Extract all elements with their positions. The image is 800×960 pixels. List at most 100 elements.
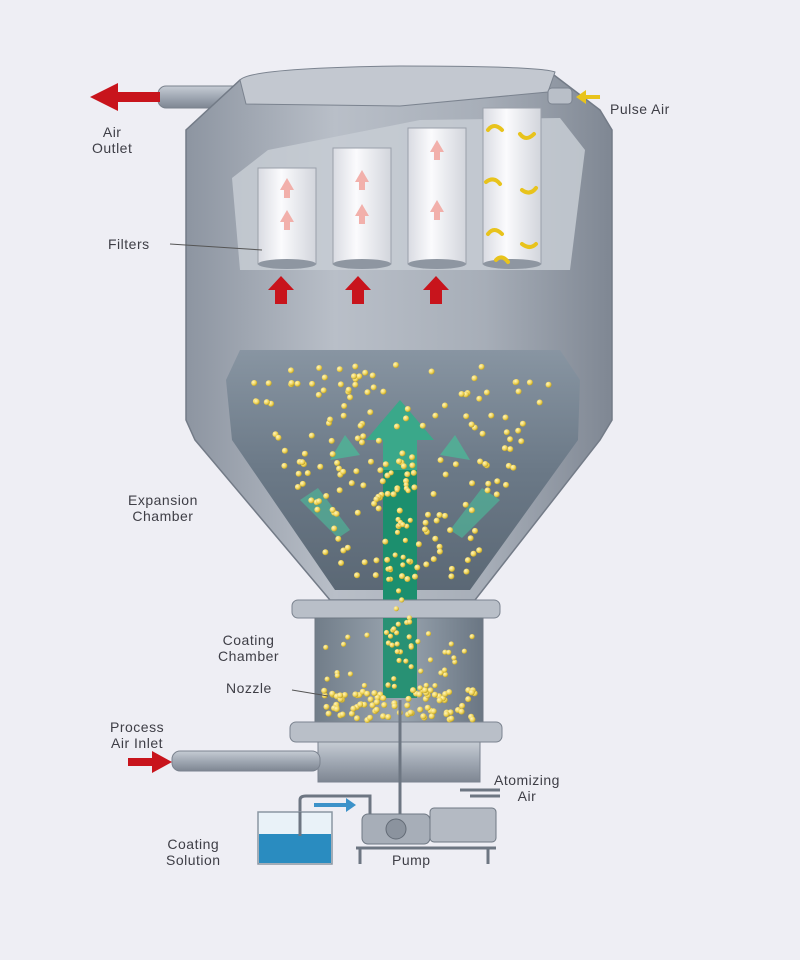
particle: [327, 416, 334, 423]
particle: [356, 373, 363, 380]
coating-chamber-label: Coating Chamber: [218, 632, 279, 664]
particle: [477, 458, 484, 465]
particle: [371, 500, 378, 507]
particle: [301, 450, 308, 457]
particle: [432, 412, 439, 419]
arrow-up-icon: [430, 140, 444, 160]
particle: [410, 687, 416, 694]
particle: [458, 391, 465, 397]
particle: [451, 655, 457, 661]
particle: [406, 558, 412, 564]
pulse-air-label: Pulse Air: [610, 101, 670, 117]
particle: [402, 537, 408, 544]
particle: [468, 421, 475, 428]
particle: [341, 403, 348, 409]
particle: [404, 406, 411, 412]
particle: [407, 709, 414, 716]
particle: [409, 462, 416, 469]
coating-chamber-label-line1: Coating: [222, 632, 275, 648]
particle: [463, 413, 470, 420]
nozzle-label: Nozzle: [226, 680, 272, 696]
particle: [526, 379, 533, 386]
particle: [422, 526, 428, 533]
particle: [368, 458, 374, 465]
arrow-right-icon: [314, 798, 356, 812]
arrow-up-icon: [355, 204, 369, 224]
arrow-up-icon: [430, 200, 444, 220]
particle: [334, 460, 341, 466]
particle: [430, 708, 437, 715]
particle: [476, 547, 483, 554]
air-outlet-label-line2: Outlet: [92, 140, 133, 156]
particle: [329, 690, 336, 697]
particle: [373, 496, 380, 503]
air-outlet-label-line1: Air: [102, 124, 122, 140]
particle: [371, 690, 378, 697]
arrow-left-icon: [576, 90, 600, 104]
particle: [461, 648, 467, 654]
particle: [436, 697, 443, 704]
particle: [396, 657, 402, 664]
particle: [336, 366, 343, 373]
particle: [468, 689, 475, 696]
particle: [391, 683, 397, 689]
particle: [321, 374, 328, 381]
filter-tube: [482, 107, 542, 269]
arrow-up-icon: [440, 435, 470, 460]
particle: [384, 556, 391, 563]
pump: [356, 788, 500, 864]
particle: [425, 631, 432, 637]
particle: [251, 380, 258, 386]
particle: [329, 506, 336, 513]
particle: [415, 541, 422, 548]
particle: [329, 451, 336, 458]
particle: [396, 507, 403, 514]
nozzle-feed-line: [298, 700, 402, 820]
particle: [400, 554, 406, 560]
particle: [316, 498, 322, 505]
particle: [404, 702, 411, 709]
particle: [393, 606, 399, 612]
expansion-chamber-label-line2: Chamber: [132, 508, 194, 524]
arrow-up-icon: [330, 435, 360, 460]
arrow-up-icon: [423, 276, 449, 304]
process-air-inlet-label-line2: Air Inlet: [111, 735, 164, 751]
particle: [399, 597, 405, 603]
particle: [323, 644, 329, 651]
particle: [515, 388, 522, 395]
particle: [502, 414, 509, 421]
particle: [361, 682, 367, 689]
particle: [288, 367, 294, 374]
particle: [442, 471, 449, 478]
particle: [448, 715, 455, 722]
particle: [438, 670, 444, 676]
particle: [394, 649, 400, 655]
particle: [469, 634, 475, 640]
particle: [510, 464, 517, 471]
particle: [513, 379, 520, 385]
particle: [323, 493, 330, 499]
particle: [380, 388, 387, 395]
particle: [482, 461, 489, 467]
particle: [350, 705, 357, 712]
particle: [373, 699, 380, 706]
particle: [420, 713, 427, 720]
particle: [309, 380, 316, 387]
pulse-air-flow: [484, 124, 538, 264]
particle: [281, 462, 288, 469]
particle: [253, 398, 260, 405]
particle: [423, 561, 430, 568]
particle: [348, 710, 355, 717]
particle: [345, 386, 352, 393]
particle: [428, 368, 435, 375]
particle: [354, 572, 360, 579]
particle: [448, 573, 455, 580]
particle: [380, 713, 387, 720]
particle: [412, 573, 418, 580]
particle: [361, 559, 368, 566]
particle: [382, 538, 389, 545]
particle: [369, 372, 376, 379]
particle: [381, 702, 388, 708]
particle: [411, 484, 418, 491]
